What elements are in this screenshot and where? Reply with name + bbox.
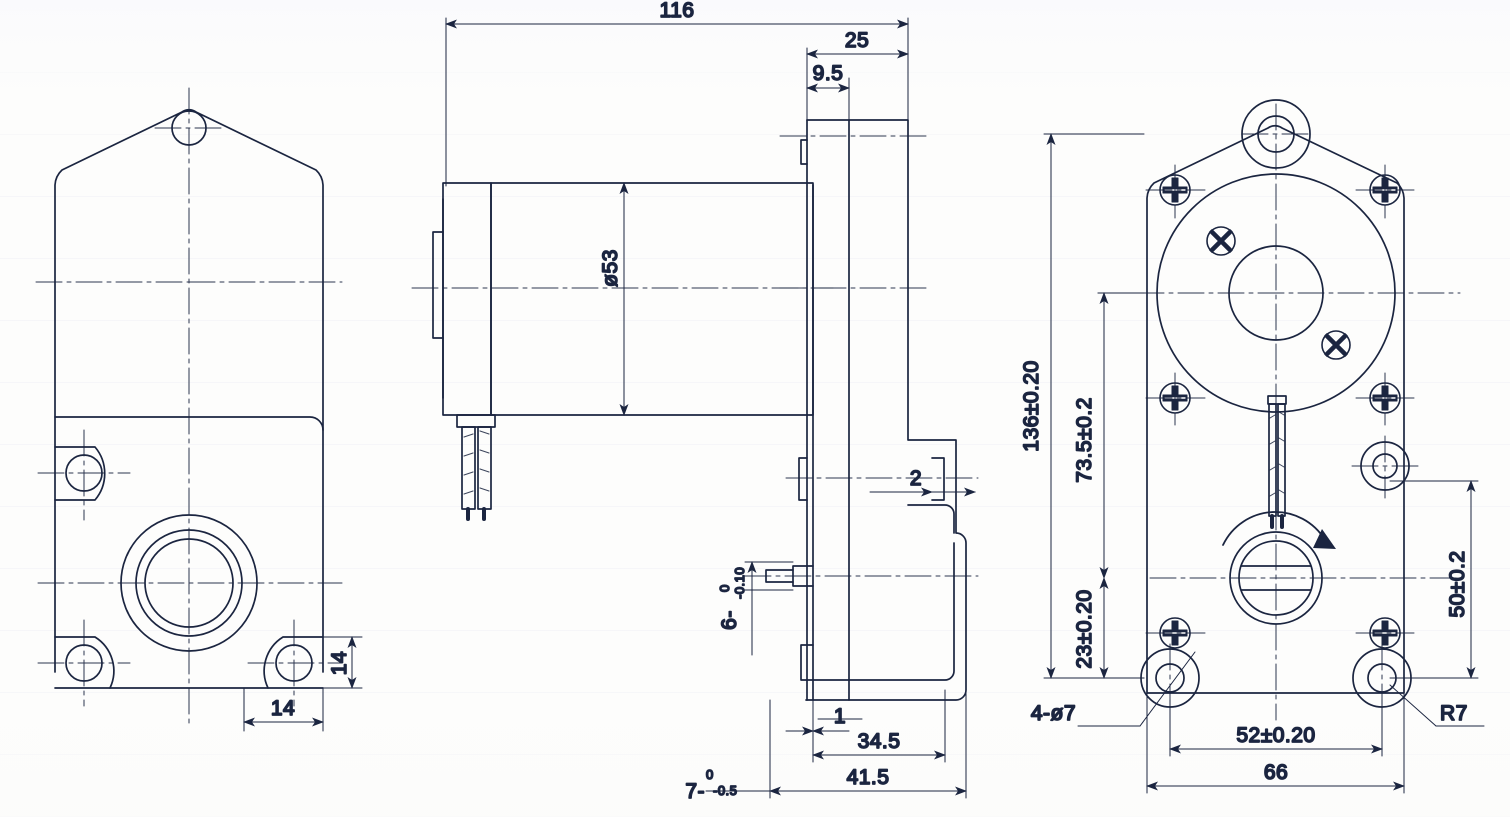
middle-view bbox=[411, 182, 834, 521]
right-view-leads bbox=[1267, 395, 1287, 529]
x-screw-upper-left bbox=[1206, 226, 1236, 256]
svg-text:0: 0 bbox=[706, 767, 714, 782]
dim-label-gearbox-depth-inner: 34.5 bbox=[858, 730, 901, 753]
dim-label-boss-projection: 2 bbox=[910, 467, 922, 490]
dim-gearbox-depth-inner bbox=[812, 689, 946, 763]
dim-label-shaft-to-bottom-holes: 23±0.20 bbox=[1073, 589, 1096, 668]
dim-label-shaft-length: 7- 0 -0.5 bbox=[684, 766, 737, 804]
wire-exit-block bbox=[456, 414, 496, 428]
svg-text:6-: 6- bbox=[718, 610, 741, 630]
svg-text:-0.10: -0.10 bbox=[732, 567, 747, 599]
dim-label-rib-thickness: 1 bbox=[834, 705, 846, 728]
dim-boss-corner-v bbox=[322, 636, 363, 689]
dim-label-bottom-hole-vertical-pitch: 50±0.2 bbox=[1446, 550, 1469, 617]
dim-label-bottom-hole-horizontal-pitch: 52±0.20 bbox=[1236, 724, 1315, 747]
dim-label-gearbox-depth-outer: 41.5 bbox=[847, 766, 890, 789]
dim-shaft-flat bbox=[744, 561, 794, 656]
dim-label-plate-width: 66 bbox=[1264, 761, 1288, 784]
dim-rib-thickness bbox=[785, 718, 863, 736]
motor-main-body bbox=[490, 182, 814, 416]
dim-label-boss-corner-h: 14 bbox=[271, 697, 295, 720]
dim-bottom-hole-horizontal-pitch bbox=[1169, 699, 1383, 757]
svg-text:0: 0 bbox=[717, 584, 732, 592]
dim-shaft-to-top-hole bbox=[1097, 292, 1145, 579]
x-screw-lower-right bbox=[1321, 330, 1351, 360]
dim-plate-width bbox=[1146, 692, 1405, 794]
dim-flange-step bbox=[806, 77, 850, 151]
left-view bbox=[35, 87, 343, 726]
output-shaft bbox=[1222, 511, 1336, 625]
right-view bbox=[1097, 99, 1461, 721]
dim-label-corner-radius: R7 bbox=[1440, 702, 1468, 725]
dim-label-plate-height: 136±0.20 bbox=[1020, 360, 1043, 451]
side-view bbox=[744, 99, 979, 701]
dim-gearbox-depth-outer bbox=[769, 689, 967, 799]
motor-leads bbox=[461, 426, 492, 521]
leader-corner-radius bbox=[1389, 684, 1485, 727]
svg-text:7-: 7- bbox=[685, 780, 705, 803]
dim-boss-corner-h bbox=[243, 687, 324, 732]
left-view-centerlines bbox=[35, 87, 343, 726]
dim-label-shaft-flat: 6- 0 -0.10 bbox=[716, 566, 748, 631]
dim-label-motor-diameter: ø53 bbox=[599, 249, 622, 287]
right-view-centerlines bbox=[1097, 103, 1461, 721]
leader-mounting-holes bbox=[1077, 651, 1196, 727]
dim-label-flange-step: 9.5 bbox=[813, 62, 844, 85]
side-view-centerlines bbox=[744, 99, 979, 577]
dim-label-boss-corner-v: 14 bbox=[328, 651, 351, 675]
dim-bottom-hole-vertical-pitch bbox=[1389, 480, 1479, 679]
dim-shaft-to-bottom-holes bbox=[1097, 577, 1145, 679]
motor-rear-section bbox=[442, 182, 492, 416]
dim-label-gearbox-width: 25 bbox=[845, 29, 869, 52]
dim-label-mounting-holes: 4-ø7 bbox=[1031, 702, 1076, 725]
dim-label-overall-length: 116 bbox=[660, 0, 695, 22]
svg-text:-0.5: -0.5 bbox=[713, 783, 737, 798]
dim-label-shaft-to-top-hole: 73.5±0.2 bbox=[1073, 397, 1096, 483]
dim-overall-length bbox=[445, 17, 909, 187]
